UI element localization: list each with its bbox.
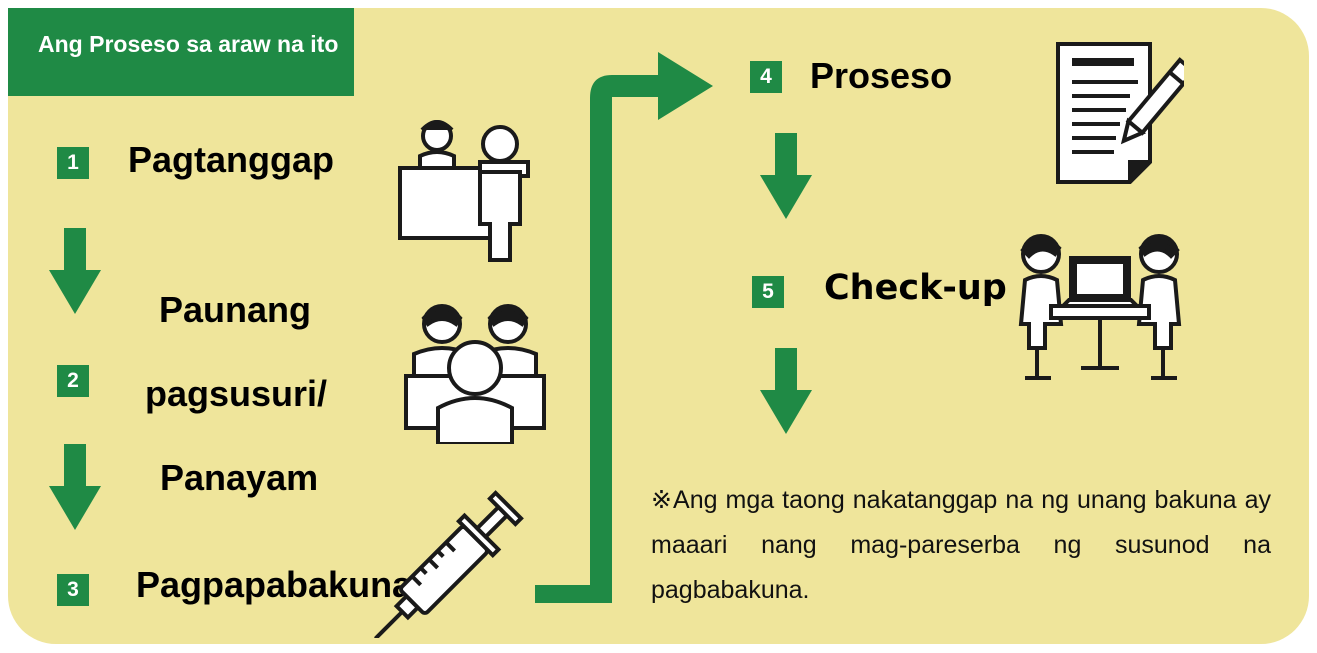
step-3-label: Pagpapabakuna xyxy=(136,564,413,605)
step-1-number: 1 xyxy=(57,147,89,179)
step-5-number: 5 xyxy=(752,276,784,308)
document-pen-icon xyxy=(1056,42,1184,184)
step-1-label: Pagtanggap xyxy=(128,139,335,180)
page-title-text: Ang Proseso sa araw na ito xyxy=(38,31,339,57)
step-3-number: 3 xyxy=(57,574,89,606)
step-5-label: Check-up xyxy=(824,268,1007,308)
step-2-label-line-3: Panayam xyxy=(160,457,319,498)
down-arrow-icon xyxy=(49,444,101,530)
page-title: Ang Proseso sa araw na ito xyxy=(8,8,354,96)
checkup-laptop-icon xyxy=(1018,234,1182,380)
syringe-icon xyxy=(373,490,524,638)
step-4-label: Proseso xyxy=(810,55,953,96)
next-vaccination-note: ※Ang mga taong nakatanggap na ng unang b… xyxy=(651,486,1271,604)
reception-icon xyxy=(398,120,530,262)
step-2-number: 2 xyxy=(57,365,89,397)
step-4-number: 4 xyxy=(750,61,782,93)
down-arrow-icon xyxy=(760,348,812,434)
step-2-label-line-1: Paunang xyxy=(159,289,312,330)
down-arrow-icon xyxy=(49,228,101,314)
interview-icon xyxy=(404,304,546,444)
down-arrow-icon xyxy=(760,133,812,219)
step-2-label-line-2: pagsusuri/ xyxy=(145,373,328,414)
